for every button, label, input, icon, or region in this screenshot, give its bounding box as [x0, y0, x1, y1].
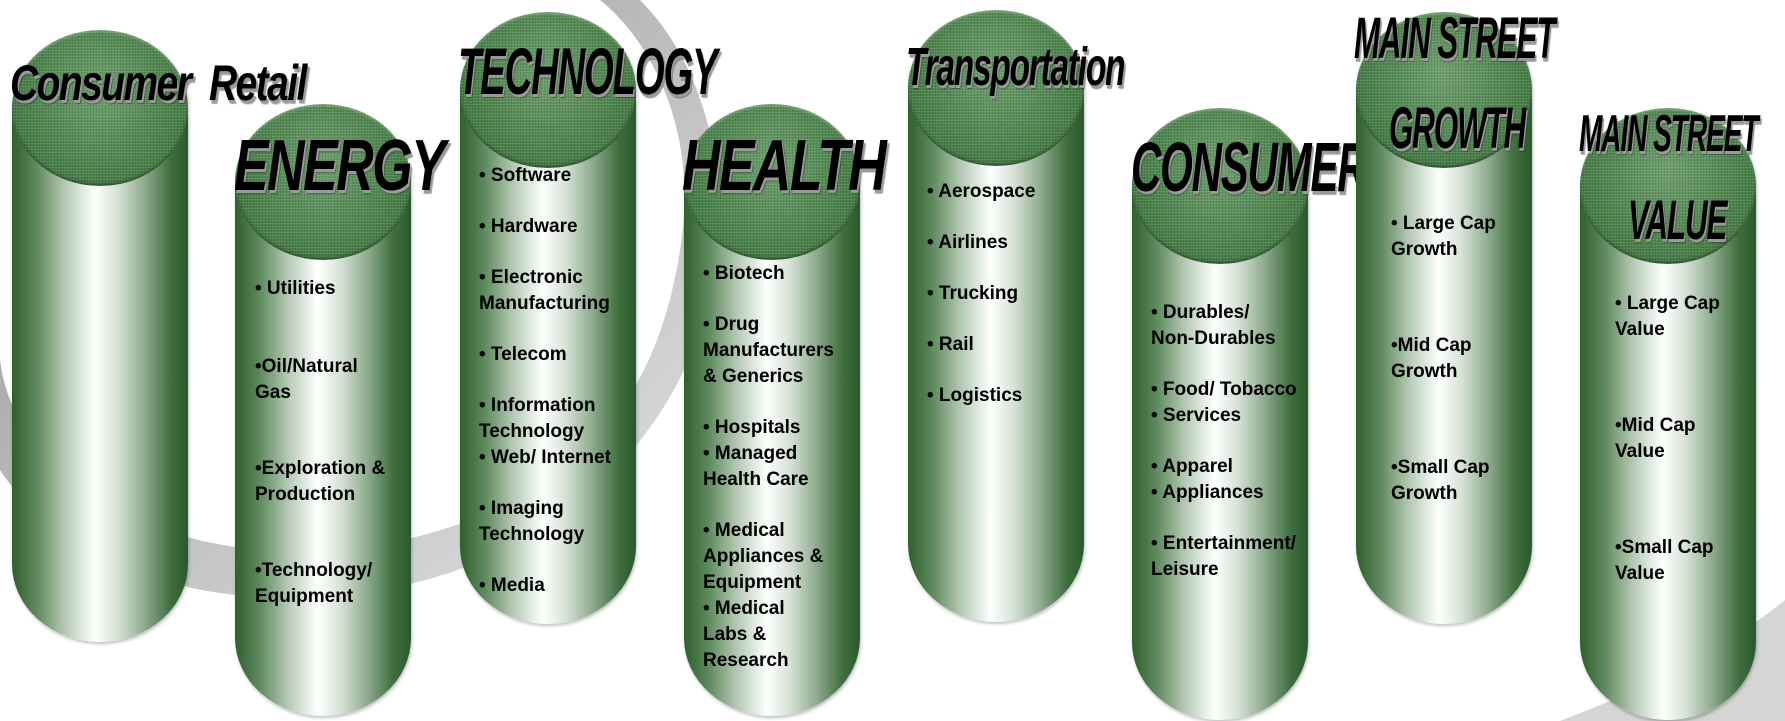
- list-item: • Information Technology: [479, 395, 596, 442]
- sector-list-health: • Biotech • Drug Manufacturers & Generic…: [703, 261, 873, 674]
- cylinder-cap: [908, 10, 1084, 166]
- list-item: • Managed Health Care: [703, 443, 809, 490]
- list-item: • Imaging Technology: [479, 498, 585, 545]
- sector-list-technology: • Software • Hardware • Electronic Manuf…: [479, 163, 649, 599]
- list-item: •Small Cap Value: [1615, 537, 1714, 584]
- column-title-health: HEALTH: [682, 126, 887, 206]
- cylinder-cap: [1356, 12, 1532, 168]
- list-item: • Medical Appliances & Equipment: [703, 520, 824, 593]
- sector-list-transportation: • Aerospace • Airlines • Trucking • Rail…: [927, 179, 1097, 409]
- list-item: • Rail: [927, 334, 974, 355]
- list-item: •Small Cap Growth: [1391, 457, 1490, 504]
- list-item: •Oil/Natural Gas: [255, 356, 358, 403]
- list-item: •Mid Cap Growth: [1391, 335, 1472, 382]
- list-item: • Utilities: [255, 278, 336, 299]
- cylinder-energy: [235, 104, 411, 716]
- column-title-main-street-value-line2: VALUE: [1628, 188, 1727, 251]
- cylinder-cap: [12, 30, 188, 186]
- list-item: • Large Cap Growth: [1391, 213, 1496, 260]
- cylinder-main-street-growth: [1356, 12, 1532, 624]
- column-title-technology: TECHNOLOGY: [458, 34, 718, 108]
- cylinder-cap: [235, 104, 411, 260]
- list-item: • Logistics: [927, 385, 1023, 406]
- list-item: • Biotech: [703, 263, 785, 284]
- list-item: • Telecom: [479, 344, 567, 365]
- list-item: • Large Cap Value: [1615, 293, 1720, 340]
- list-item: • Apparel: [1151, 456, 1233, 477]
- list-item: • Airlines: [927, 232, 1008, 253]
- list-item: • Entertainment/ Leisure: [1151, 533, 1296, 580]
- cylinder-consumer-retail: [12, 30, 188, 642]
- list-item: • Appliances: [1151, 482, 1264, 503]
- sector-list-energy: • Utilities •Oil/Natural Gas •Exploratio…: [255, 276, 425, 610]
- list-item: • Durables/ Non-Durables: [1151, 302, 1276, 349]
- cylinder-consumer: [1132, 108, 1308, 720]
- list-item: • Food/ Tobacco: [1151, 379, 1297, 400]
- cylinder-transportation: [908, 10, 1084, 622]
- list-item: •Mid Cap Value: [1615, 415, 1696, 462]
- list-item: • Drug Manufacturers & Generics: [703, 314, 834, 387]
- sector-list-main-street-growth: • Large Cap Growth •Mid Cap Growth •Smal…: [1391, 211, 1561, 507]
- column-title-energy: ENERGY: [234, 126, 446, 206]
- cylinder-cap: [1580, 108, 1756, 264]
- cylinder-cap: [460, 12, 636, 168]
- sector-list-consumer: • Durables/ Non-Durables • Food/ Tobacco…: [1151, 300, 1331, 583]
- column-title-transportation: Transportation: [906, 37, 1125, 97]
- list-item: • Web/ Internet: [479, 447, 611, 468]
- list-item: • Software: [479, 165, 572, 186]
- cylinder-cap: [1132, 108, 1308, 264]
- column-title-main-street-value-line1: MAIN STREET: [1579, 105, 1759, 163]
- cylinder-main-street-value: [1580, 108, 1756, 720]
- list-item: • Aerospace: [927, 181, 1036, 202]
- list-item: • Trucking: [927, 283, 1019, 304]
- list-item: •Technology/ Equipment: [255, 560, 373, 607]
- cylinder-cap: [684, 104, 860, 260]
- column-title-main-street-growth-line2: GROWTH: [1389, 96, 1526, 161]
- column-title-consumer: CONSUMER: [1131, 128, 1368, 206]
- cylinder-technology: [460, 12, 636, 624]
- list-item: • Medical Labs & Research: [703, 598, 789, 671]
- sector-list-main-street-value: • Large Cap Value •Mid Cap Value •Small …: [1615, 291, 1785, 587]
- list-item: •Exploration & Production: [255, 458, 386, 505]
- cylinder-health: [684, 104, 860, 716]
- column-title-main-street-growth-line1: MAIN STREET: [1354, 6, 1555, 71]
- column-title-consumer-retail: Consumer Retail: [10, 55, 307, 111]
- list-item: • Electronic Manufacturing: [479, 267, 610, 314]
- list-item: • Hospitals: [703, 417, 801, 438]
- list-item: • Media: [479, 575, 545, 596]
- list-item: • Services: [1151, 405, 1242, 426]
- list-item: • Hardware: [479, 216, 578, 237]
